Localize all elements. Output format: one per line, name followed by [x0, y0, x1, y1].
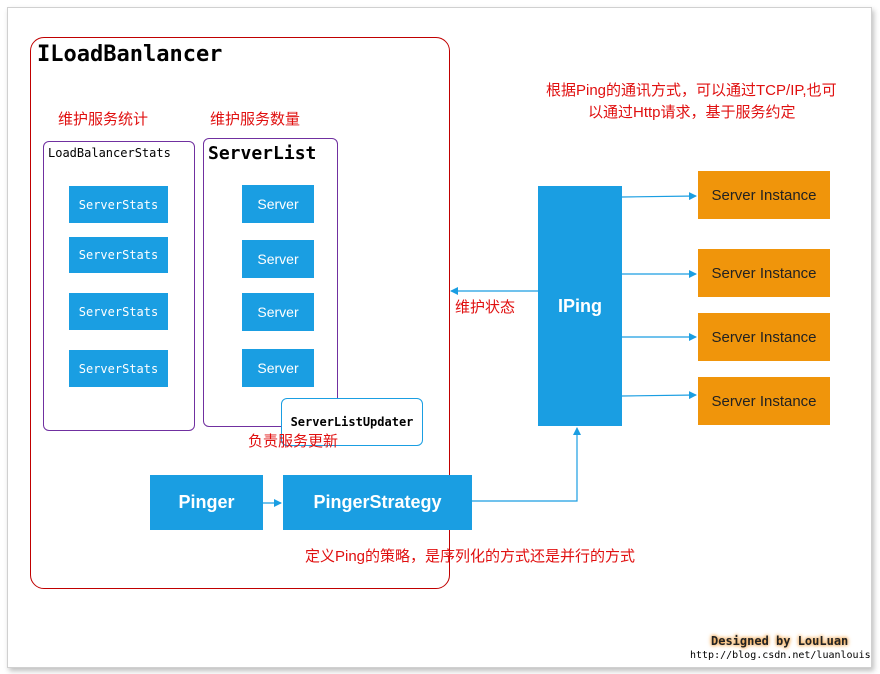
- updater-note: 负责服务更新: [248, 433, 339, 450]
- credit-url: http://blog.csdn.net/luanlouis: [690, 650, 871, 661]
- arrow-iping-to-instance-4: [621, 391, 697, 400]
- load-balancer-stats-box: [43, 141, 195, 431]
- pinger-strategy-box: PingerStrategy: [283, 475, 472, 530]
- server-stats-box: ServerStats: [69, 186, 168, 223]
- server-box: Server: [242, 240, 314, 278]
- server-instance-box: Server Instance: [698, 249, 830, 297]
- iping-note-line-2: 以通过Http请求，基于服务约定: [588, 104, 796, 121]
- iping-note-line-1: 根据Ping的通讯方式，可以通过TCP/IP,也可: [546, 82, 837, 99]
- iping-box: IPing: [538, 186, 622, 426]
- load-balancer-stats-title: LoadBalancerStats: [48, 146, 171, 160]
- server-box: Server: [242, 349, 314, 387]
- server-list-section-label: 维护服务数量: [210, 111, 301, 128]
- maintain-state-label: 维护状态: [455, 299, 516, 316]
- server-list-box: [203, 138, 338, 427]
- server-stats-box: ServerStats: [69, 293, 168, 330]
- server-list-updater-box: ServerListUpdater: [281, 398, 423, 446]
- server-stats-box: ServerStats: [69, 350, 168, 387]
- designed-by-credit: Designed by LouLuan: [711, 634, 849, 648]
- server-list-title: ServerList: [208, 143, 317, 164]
- arrow-strategy-to-iping: [472, 427, 581, 502]
- load-balancer-title: ILoadBanlancer: [37, 42, 223, 67]
- server-box: Server: [242, 185, 314, 223]
- load-balancer-container: [30, 37, 450, 589]
- stats-section-label: 维护服务统计: [58, 111, 149, 128]
- pinger-box: Pinger: [150, 475, 263, 530]
- arrow-iping-to-instance-1: [621, 192, 697, 201]
- server-instance-box: Server Instance: [698, 313, 830, 361]
- server-stats-box: ServerStats: [69, 237, 168, 273]
- server-box: Server: [242, 293, 314, 331]
- server-instance-box: Server Instance: [698, 171, 830, 219]
- strategy-note: 定义Ping的策略，是序列化的方式还是并行的方式: [305, 548, 636, 565]
- server-instance-box: Server Instance: [698, 377, 830, 425]
